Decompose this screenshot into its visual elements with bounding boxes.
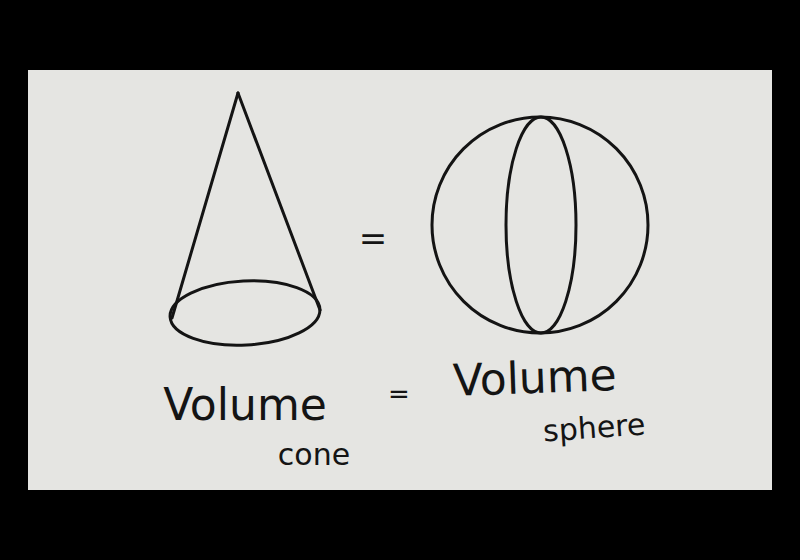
sphere-outline [432, 117, 648, 333]
cone-side [238, 93, 320, 310]
subscript-label: sphere [542, 409, 646, 446]
subscript-label: cone [278, 440, 350, 470]
volume-label: Volume [163, 383, 327, 427]
equals-sign: = [359, 221, 388, 255]
volume-label: Volume [452, 353, 617, 403]
paper-ground [28, 70, 772, 490]
equals-sign: = [388, 381, 410, 407]
cone-base [168, 277, 321, 349]
cone-side [172, 93, 238, 318]
sphere-meridian [506, 117, 576, 333]
